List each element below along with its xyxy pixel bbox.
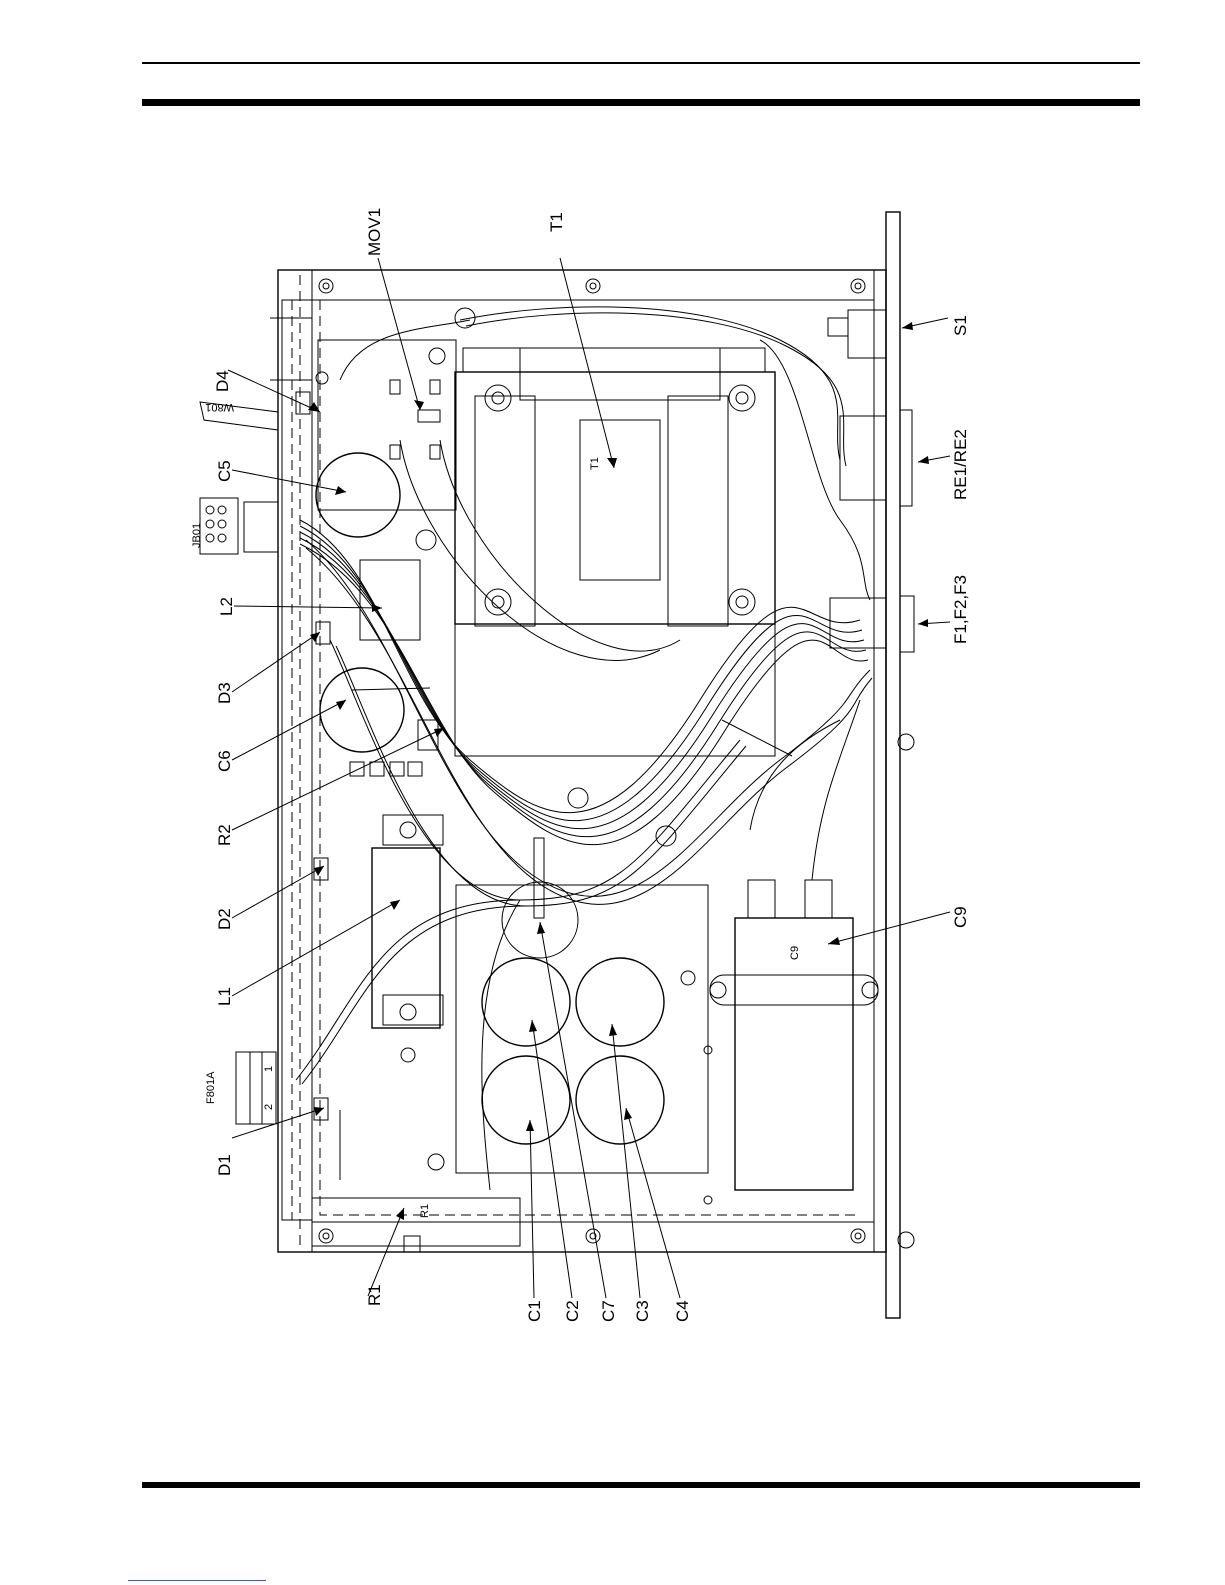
capacitor-c6 [320, 668, 404, 752]
label-c5: C5 [215, 460, 234, 482]
terminal-board [316, 340, 456, 510]
label-s1: S1 [951, 315, 970, 336]
label-d3: D3 [215, 682, 234, 704]
label-t1: T1 [547, 212, 566, 232]
label-c2: C2 [563, 1300, 582, 1322]
connector-jb01 [200, 498, 278, 554]
fuse-holders-f1-f3 [830, 596, 914, 652]
pin-1-mark: 1 [263, 1066, 275, 1072]
label-c1: C1 [525, 1300, 544, 1322]
diodes [296, 392, 330, 1120]
connector-re1-re2 [840, 410, 912, 506]
label-c3: C3 [633, 1300, 652, 1322]
switch-s1 [828, 310, 886, 358]
connector-f801a: 2 1 [236, 1052, 276, 1124]
label-l2: L2 [217, 597, 236, 616]
label-l1: L1 [215, 987, 234, 1006]
label-d1: D1 [215, 1154, 234, 1176]
callout-leaders [228, 258, 950, 1298]
resistor-r2 [350, 720, 438, 776]
label-c6: C6 [215, 750, 234, 772]
label-c9: C9 [951, 906, 970, 928]
r1-body-mark: R1 [419, 1204, 431, 1218]
label-r2: R2 [215, 824, 234, 846]
pin-2-mark: 2 [263, 1104, 275, 1110]
label-f1-f2-f3: F1,F2,F3 [951, 575, 970, 644]
label-re1-re2: RE1/RE2 [951, 429, 970, 500]
label-d2: D2 [215, 908, 234, 930]
label-jb01: JB01 [191, 523, 203, 548]
capacitor-c9: C9 [710, 880, 878, 1190]
label-c4: C4 [673, 1300, 692, 1322]
c9-body-mark: C9 [789, 946, 801, 960]
label-r1: R1 [365, 1284, 384, 1306]
label-f801a: F801A [205, 1071, 217, 1104]
cable-tag-mark: W801 [205, 401, 234, 413]
capacitor-bank [401, 882, 712, 1204]
label-mov1: MOV1 [365, 208, 384, 256]
label-c7: C7 [599, 1300, 618, 1322]
t1-body-mark: T1 [589, 457, 601, 470]
cable-w801: W801 [200, 401, 278, 430]
inductor-l1 [372, 815, 443, 1028]
label-d4: D4 [213, 370, 232, 392]
wiring-harness [296, 307, 872, 1190]
capacitor-c5 [316, 453, 400, 537]
resistor-r1: R1 [312, 1198, 520, 1252]
transformer-t1: T1 [455, 348, 775, 756]
